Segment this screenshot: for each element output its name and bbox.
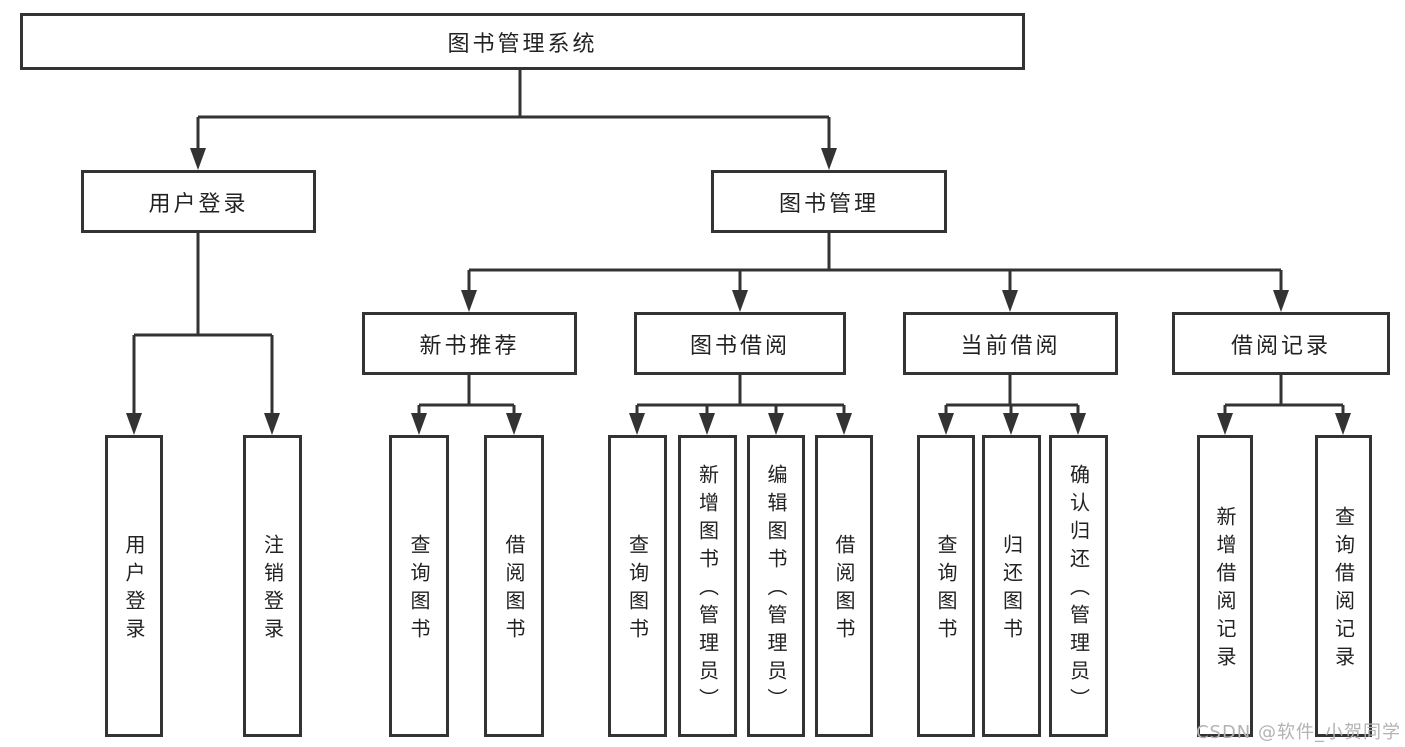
leaf-logout: 注销登录 <box>243 435 302 737</box>
leaf-query-books-newbook-label: 查询图书 <box>407 534 431 646</box>
node-current-borrow-label: 当前借阅 <box>960 333 1061 359</box>
leaf-return-book-label: 归还图书 <box>999 534 1024 646</box>
node-root: 图书管理系统 <box>20 13 1025 70</box>
node-current-borrow: 当前借阅 <box>903 312 1118 375</box>
leaf-user-login-label: 用户登录 <box>122 534 146 646</box>
leaf-user-login: 用户登录 <box>105 435 163 737</box>
leaf-borrow-book: 借阅图书 <box>815 435 873 737</box>
node-book-borrow: 图书借阅 <box>634 312 846 375</box>
leaf-query-books-current: 查询图书 <box>917 435 975 737</box>
node-book-mgmt-label: 图书管理 <box>778 191 879 217</box>
leaf-query-borrow-record: 查询借阅记录 <box>1315 435 1372 737</box>
leaf-edit-book-admin: 编辑图书（管理员） <box>747 435 805 737</box>
leaf-borrow-books-newbook-label: 借阅图书 <box>502 534 526 646</box>
leaf-add-borrow-record-label: 新增借阅记录 <box>1213 506 1237 674</box>
leaf-add-borrow-record: 新增借阅记录 <box>1197 435 1253 737</box>
node-root-label: 图书管理系统 <box>447 31 598 57</box>
leaf-query-books-borrow-label: 查询图书 <box>625 534 650 646</box>
node-user-login: 用户登录 <box>81 170 316 233</box>
node-book-borrow-label: 图书借阅 <box>689 333 790 359</box>
leaf-confirm-return-admin: 确认归还（管理员） <box>1049 435 1108 737</box>
node-new-book-recommend: 新书推荐 <box>362 312 577 375</box>
node-new-book-recommend-label: 新书推荐 <box>419 333 520 359</box>
leaf-query-books-current-label: 查询图书 <box>934 534 958 646</box>
node-borrow-record-label: 借阅记录 <box>1230 333 1331 359</box>
leaf-query-books-borrow: 查询图书 <box>608 435 667 737</box>
node-user-login-label: 用户登录 <box>148 191 249 217</box>
leaf-confirm-return-admin-label: 确认归还（管理员） <box>1066 464 1091 716</box>
leaf-add-book-admin-label: 新增图书（管理员） <box>695 464 720 716</box>
node-book-mgmt: 图书管理 <box>711 170 947 233</box>
node-borrow-record: 借阅记录 <box>1172 312 1390 375</box>
leaf-query-borrow-record-label: 查询借阅记录 <box>1331 506 1356 674</box>
leaf-query-books-newbook: 查询图书 <box>389 435 449 737</box>
leaf-edit-book-admin-label: 编辑图书（管理员） <box>764 464 788 716</box>
leaf-borrow-book-label: 借阅图书 <box>832 534 856 646</box>
leaf-return-book: 归还图书 <box>982 435 1041 737</box>
leaf-add-book-admin: 新增图书（管理员） <box>678 435 737 737</box>
leaf-logout-label: 注销登录 <box>260 534 285 646</box>
csdn-watermark: CSDN @软件_小贺同学 <box>1195 722 1401 743</box>
leaf-borrow-books-newbook: 借阅图书 <box>484 435 544 737</box>
